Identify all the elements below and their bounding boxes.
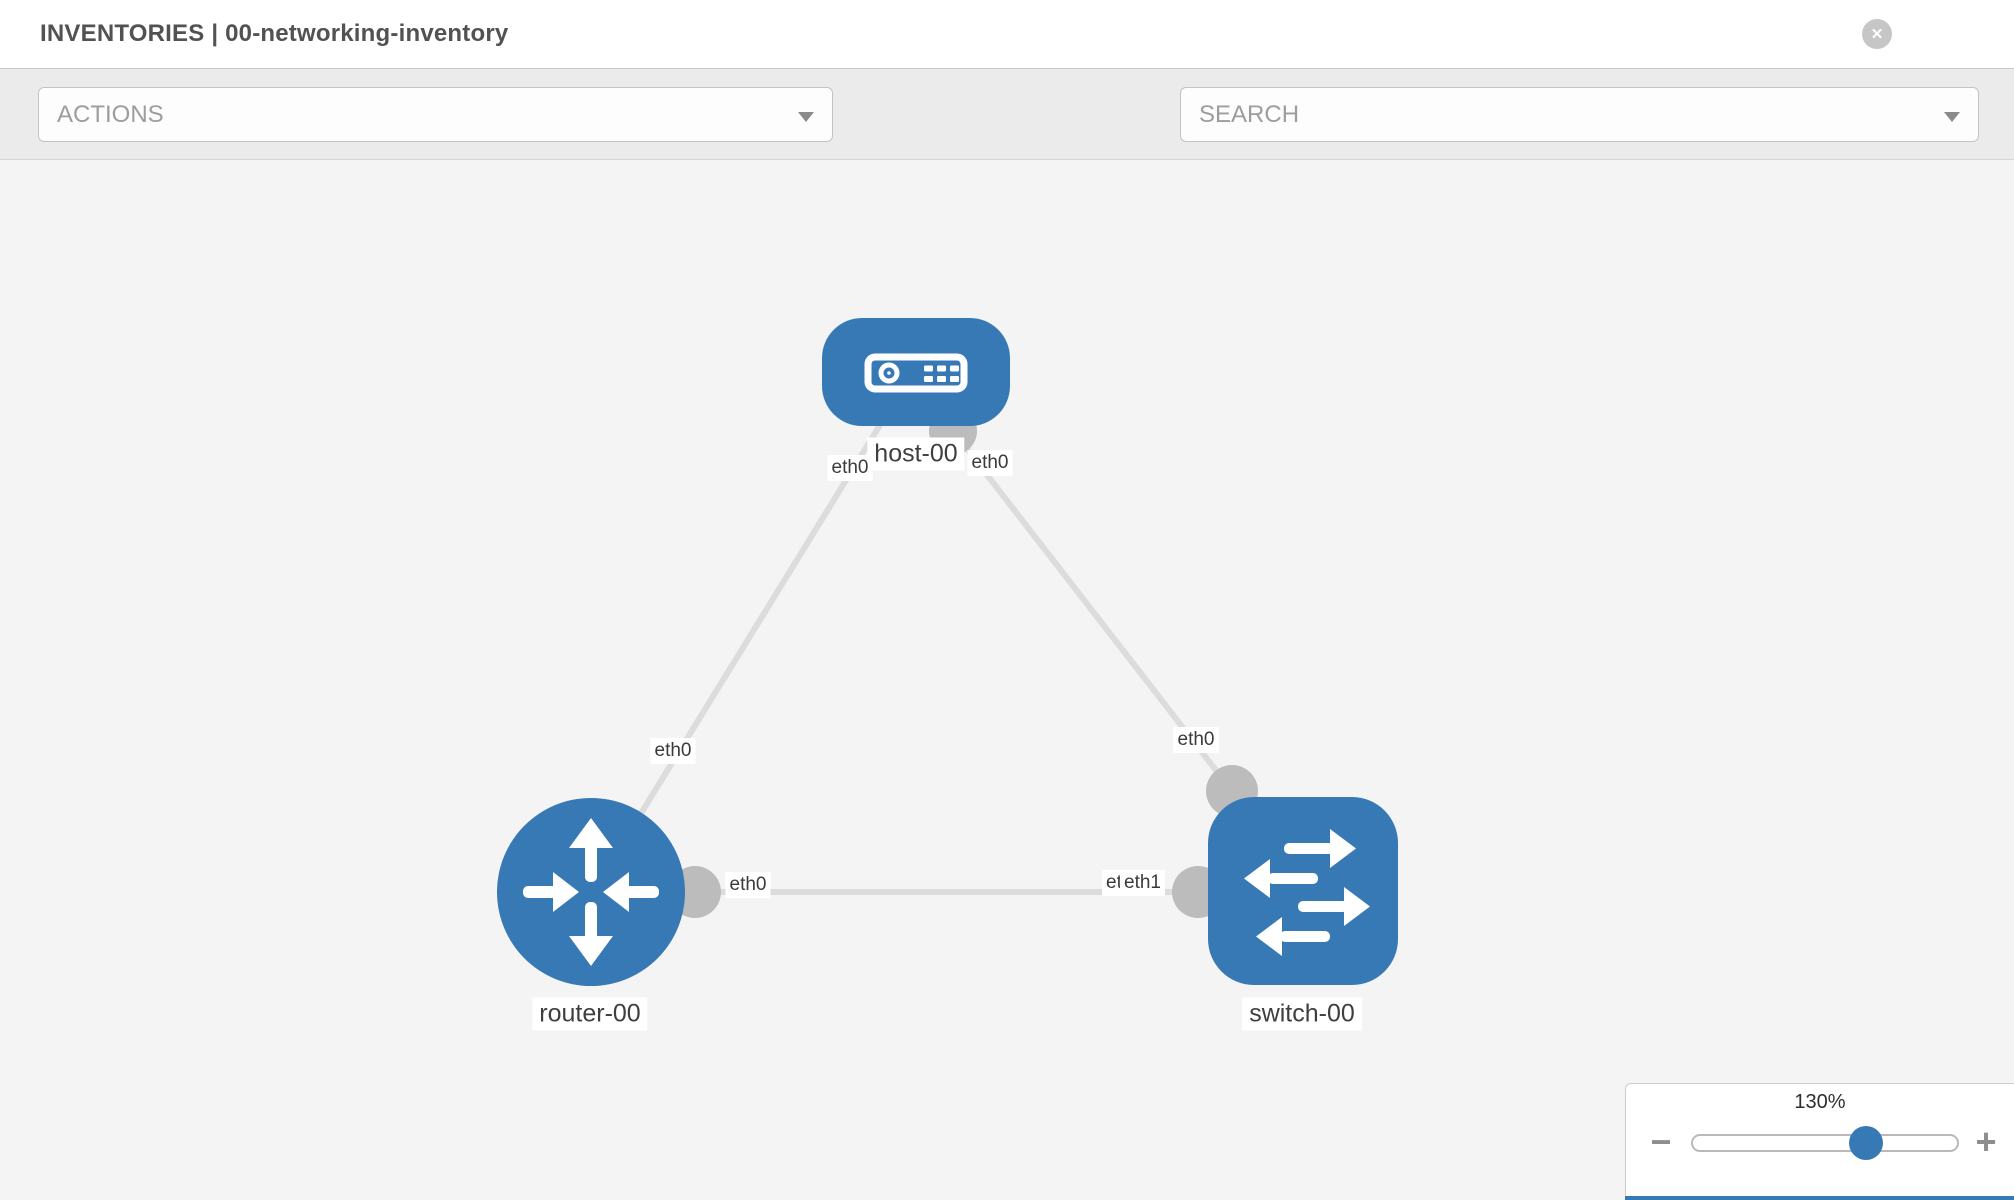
if-label-switch-to-router: eth1 <box>1120 870 1165 896</box>
router-icon <box>523 818 659 966</box>
chevron-down-icon <box>1944 112 1960 122</box>
chevron-down-icon <box>798 112 814 122</box>
close-button[interactable]: ✕ <box>1862 19 1892 49</box>
if-label-host-to-router: eth0 <box>827 455 873 481</box>
links-layer <box>637 407 1258 918</box>
topology-canvas[interactable]: host-00 router-00 switch-00 eth0 eth0 et… <box>0 160 2014 1200</box>
node-switch-00[interactable] <box>1208 797 1398 985</box>
node-label-switch: switch-00 <box>1242 997 1362 1031</box>
header-bar: INVENTORIES | 00-networking-inventory ✕ <box>0 0 2014 68</box>
node-host-00[interactable] <box>822 318 1010 426</box>
node-label-router: router-00 <box>532 997 648 1031</box>
actions-dropdown[interactable]: ACTIONS <box>38 87 833 142</box>
node-router-00[interactable] <box>497 798 685 986</box>
hidden-panel-top-edge <box>1625 1196 2014 1200</box>
zoom-in-button[interactable]: + <box>1975 1121 1997 1162</box>
if-label-host-to-switch: eth0 <box>967 450 1013 476</box>
page-title: INVENTORIES | 00-networking-inventory <box>40 20 509 47</box>
search-dropdown[interactable]: SEARCH <box>1180 87 1979 142</box>
node-label-host: host-00 <box>867 437 965 471</box>
zoom-slider-track[interactable] <box>1691 1126 1959 1160</box>
if-label-router-to-host: eth0 <box>650 738 696 764</box>
actions-dropdown-label: ACTIONS <box>57 101 164 128</box>
zoom-slider-thumb[interactable] <box>1849 1126 1883 1160</box>
zoom-level: 130% <box>1794 1091 1846 1113</box>
zoom-panel: 130% − + <box>1625 1083 2014 1200</box>
if-label-router-to-switch: eth0 <box>725 872 771 898</box>
search-placeholder: SEARCH <box>1199 101 1300 128</box>
toolbar: ACTIONS SEARCH <box>0 68 2014 198</box>
host-icon <box>864 353 968 393</box>
if-label-switch-to-host: eth0 <box>1173 727 1219 753</box>
zoom-out-button[interactable]: − <box>1650 1121 1672 1162</box>
switch-icon <box>1244 829 1370 956</box>
close-icon: ✕ <box>1870 26 1884 43</box>
